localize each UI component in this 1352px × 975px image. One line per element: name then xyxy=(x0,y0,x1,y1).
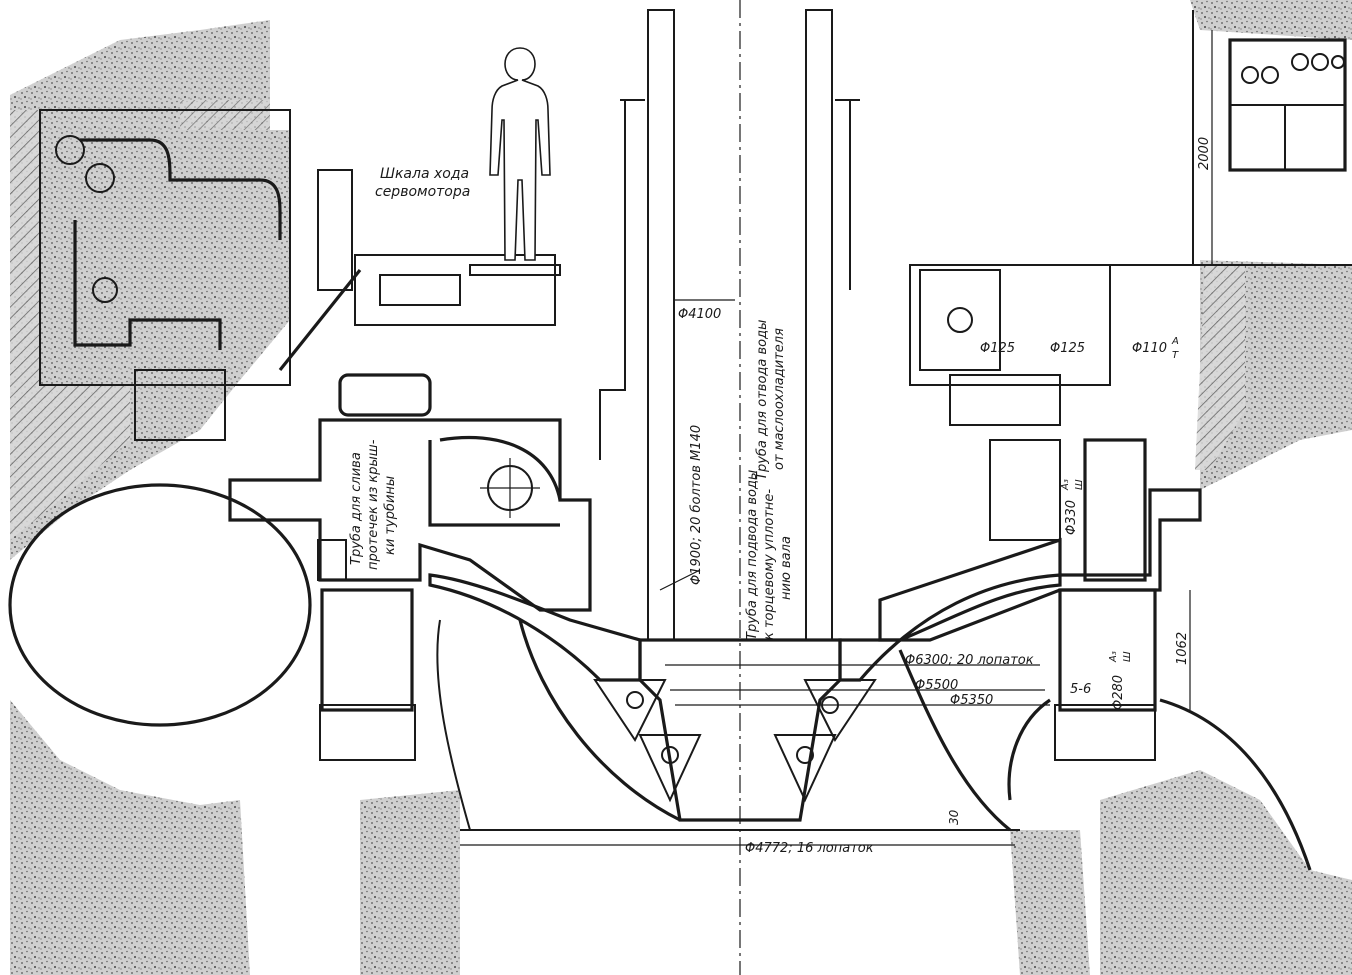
discharge-ring-right xyxy=(898,649,1012,832)
label-dim-1062: 1062 xyxy=(1175,632,1190,665)
control-box-right xyxy=(919,269,1001,371)
label-dim-30: 30 xyxy=(947,809,961,825)
support-left xyxy=(599,99,645,460)
label-d6300: Φ6300; 20 лопаток xyxy=(905,653,1034,668)
servomotor-mount xyxy=(354,254,556,326)
support-right xyxy=(835,99,860,290)
label-drain-3: ки турбины xyxy=(383,476,398,555)
control-hole-right xyxy=(947,307,973,333)
oil-cooler-right xyxy=(989,439,1061,541)
oil-tank-left xyxy=(134,369,226,441)
wall-hatch-upper-left xyxy=(180,100,270,130)
turbine-cover-right xyxy=(878,488,1202,642)
label-d110: Φ110 xyxy=(1132,341,1167,356)
label-pipe-in-1: Труба для подвода воды xyxy=(745,470,760,640)
label-d125b: Φ125 xyxy=(1050,341,1085,356)
hub-triangle-left xyxy=(593,679,667,742)
control-room-right xyxy=(909,264,1111,386)
drain-box-left xyxy=(317,539,347,581)
guide-vane-lower-left xyxy=(319,704,416,761)
label-gap: 5-6 xyxy=(1070,682,1091,697)
hub-triangle-center-left xyxy=(638,734,702,803)
spiral-casing-left xyxy=(8,483,312,727)
label-pipe-out-1: Труба для отвода воды xyxy=(755,320,770,480)
servomotor-cylinder xyxy=(379,274,461,306)
bearing-housing-right xyxy=(1083,438,1147,582)
label-d330: Φ330 xyxy=(1064,500,1079,535)
guide-vane-left xyxy=(320,588,414,712)
concrete-top-right-2 xyxy=(1190,0,1352,40)
discharge-ring-left xyxy=(518,619,681,822)
label-fit-a3: A₃ xyxy=(1060,479,1071,491)
bearing-block-right xyxy=(949,374,1061,426)
hub-hole-left xyxy=(626,691,644,709)
pump-2 xyxy=(85,163,115,193)
person-silhouette xyxy=(489,47,551,261)
servomotor-body xyxy=(338,373,432,417)
concrete-bottom-left xyxy=(10,700,250,975)
label-d5350: Φ5350 xyxy=(950,693,993,708)
hub-triangle-center-right xyxy=(773,734,837,803)
shaft-left-wall xyxy=(647,9,675,641)
panel-gauge-1 xyxy=(1241,66,1259,84)
label-pipe-in-2: к торцевому уплотне- xyxy=(762,489,777,640)
wall-hatch-right xyxy=(1195,265,1245,470)
pipeline-lower xyxy=(73,220,222,350)
pipeline-upper xyxy=(80,138,282,240)
casing-right-curve-outer xyxy=(1159,698,1312,871)
label-d5500: Φ5500 xyxy=(915,678,958,693)
panel-gauge-3 xyxy=(1291,53,1309,71)
pump-3 xyxy=(92,277,118,303)
servomotor-scale xyxy=(317,169,353,291)
platform xyxy=(469,264,561,276)
hub-hole-center-left xyxy=(661,746,679,764)
label-drain-1: Труба для слива xyxy=(349,452,364,565)
panel-gauge-4 xyxy=(1311,53,1329,71)
label-dia-4100: Φ4100 xyxy=(678,307,721,322)
label-servomotor-scale-2: сервомотора xyxy=(375,184,470,200)
leader-bolts xyxy=(659,569,701,591)
servomotor-room xyxy=(39,109,291,386)
label-fit-t: T xyxy=(1172,350,1179,361)
label-fit-sh: Ш xyxy=(1074,479,1085,490)
hub-triangle-right xyxy=(803,679,877,742)
panel-gauge-5 xyxy=(1331,55,1345,69)
pump-1 xyxy=(55,135,85,165)
label-dim-2000: 2000 xyxy=(1197,137,1212,170)
concrete-bottom-center-left xyxy=(360,790,460,975)
label-pipe-in-3: нию вала xyxy=(779,536,794,600)
concrete-bottom-right-2 xyxy=(1010,830,1090,975)
shaft-right-wall xyxy=(805,9,833,641)
turbine-cover-left xyxy=(228,418,592,612)
panel-gauge-2 xyxy=(1261,66,1279,84)
hub-hole-center-right xyxy=(796,746,814,764)
label-fit-shb: Ш xyxy=(1122,651,1133,662)
label-pipe-out-2: от маслоохладителя xyxy=(772,328,787,470)
label-fit-a: A xyxy=(1171,336,1179,347)
label-d125a: Φ125 xyxy=(980,341,1015,356)
concrete-bottom-right xyxy=(1100,770,1352,975)
label-servomotor-scale-1: Шкала хода xyxy=(380,166,469,182)
casing-right-curve xyxy=(1007,698,1051,801)
oil-pipe-left xyxy=(428,435,562,527)
label-d280: Φ280 xyxy=(1111,675,1126,710)
label-drain-2: протечек из крыш- xyxy=(366,439,381,570)
guide-vane-lower-right xyxy=(1054,704,1156,761)
label-fit-a3b: A₃ xyxy=(1108,651,1119,663)
draft-tube-left xyxy=(436,619,471,831)
servomotor-rod xyxy=(278,269,362,371)
label-bolts: Φ1900; 20 болтов М140 xyxy=(689,425,704,585)
label-d4772: Φ4772; 16 лопаток xyxy=(745,841,874,856)
